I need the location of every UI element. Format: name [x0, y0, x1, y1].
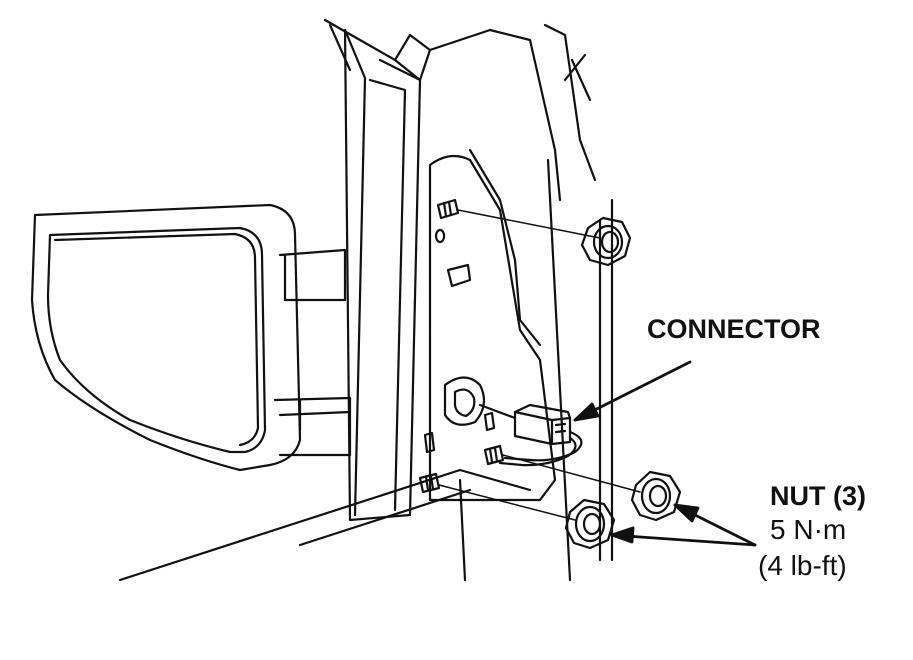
stud-middle — [483, 444, 505, 466]
stud-upper — [436, 198, 460, 220]
nut-lower — [564, 498, 616, 550]
nut-middle — [630, 470, 682, 522]
nut-callout-arrows — [610, 503, 757, 547]
torque-imperial-label: (4 lb-ft) — [758, 550, 847, 581]
nut-label: NUT (3) — [770, 481, 866, 511]
stud-guide-lines — [438, 209, 641, 521]
torque-metric-label: 5 N·m — [770, 514, 847, 545]
connector — [478, 403, 583, 467]
connector-label: CONNECTOR — [647, 314, 821, 344]
nut-upper — [580, 216, 632, 267]
side-mirror — [30, 203, 302, 472]
stud-lower — [418, 472, 441, 494]
connector-callout-arrow — [573, 360, 692, 422]
mounting-plate — [423, 154, 557, 502]
door-body — [118, 53, 614, 582]
mirror-arm — [273, 248, 352, 457]
